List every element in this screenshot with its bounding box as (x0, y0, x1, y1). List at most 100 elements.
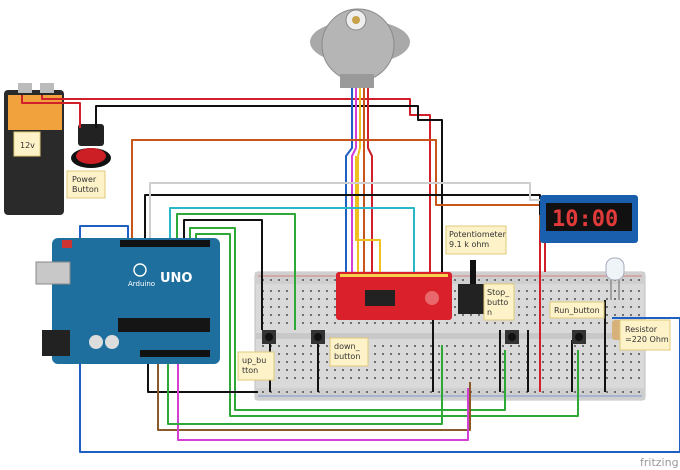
breadboard-hole (358, 369, 360, 371)
breadboard-hole (302, 279, 304, 281)
stop-button[interactable]: Stop_ butto n (483, 283, 519, 344)
breadboard-hole (390, 322, 392, 324)
breadboard-hole (326, 314, 328, 316)
breadboard-hole (614, 345, 616, 347)
breadboard-hole (494, 377, 496, 379)
breadboard-hole (558, 290, 560, 292)
breadboard-hole (606, 353, 608, 355)
breadboard-hole (550, 377, 552, 379)
breadboard-hole (430, 345, 432, 347)
breadboard-hole (606, 314, 608, 316)
breadboard-hole (310, 369, 312, 371)
breadboard-hole (582, 279, 584, 281)
breadboard-hole (302, 298, 304, 300)
breadboard-hole (638, 314, 640, 316)
breadboard-hole (566, 369, 568, 371)
breadboard-hole (478, 353, 480, 355)
up-button[interactable]: up_bu tton (237, 330, 276, 381)
breadboard-hole (606, 322, 608, 324)
breadboard-hole (326, 369, 328, 371)
stop-button-label-line3: n (487, 308, 492, 317)
breadboard-hole (518, 353, 520, 355)
breadboard-hole (598, 298, 600, 300)
breadboard-hole (534, 353, 536, 355)
breadboard-hole (446, 391, 448, 393)
breadboard-hole (390, 377, 392, 379)
breadboard-hole (542, 298, 544, 300)
breadboard-hole (270, 290, 272, 292)
power-button[interactable]: Power Button (66, 124, 111, 199)
breadboard-hole (278, 314, 280, 316)
breadboard-hole (550, 353, 552, 355)
breadboard-hole (430, 369, 432, 371)
breadboard-hole (358, 391, 360, 393)
breadboard-hole (278, 391, 280, 393)
breadboard-hole (558, 322, 560, 324)
microcontroller-chip (118, 318, 210, 332)
breadboard-hole (622, 306, 624, 308)
breadboard-hole (406, 345, 408, 347)
breadboard-hole (286, 306, 288, 308)
breadboard-hole (262, 345, 264, 347)
breadboard-hole (494, 369, 496, 371)
arduino-uno: UNO Arduino (35, 238, 220, 364)
breadboard-hole (342, 377, 344, 379)
breadboard-hole (390, 361, 392, 363)
breadboard-hole (286, 361, 288, 363)
breadboard-hole (430, 391, 432, 393)
breadboard-hole (582, 290, 584, 292)
breadboard-hole (278, 290, 280, 292)
breadboard-hole (534, 377, 536, 379)
breadboard-hole (358, 322, 360, 324)
battery: 12v (4, 83, 64, 215)
breadboard-hole (526, 279, 528, 281)
breadboard-hole (614, 314, 616, 316)
breadboard-hole (542, 391, 544, 393)
breadboard-hole (318, 298, 320, 300)
breadboard-hole (574, 391, 576, 393)
breadboard-hole (566, 322, 568, 324)
breadboard-hole (638, 361, 640, 363)
breadboard-hole (334, 322, 336, 324)
breadboard-hole (326, 377, 328, 379)
breadboard-hole (454, 353, 456, 355)
potentiometer[interactable]: Potentiometer 9.1 k ohm (445, 225, 507, 314)
breadboard-hole (294, 361, 296, 363)
run-button[interactable]: Run_button (549, 301, 605, 344)
breadboard-hole (574, 290, 576, 292)
breadboard-hole (638, 306, 640, 308)
breadboard-hole (278, 353, 280, 355)
breadboard-hole (542, 322, 544, 324)
breadboard-hole (558, 345, 560, 347)
breadboard-hole (278, 306, 280, 308)
breadboard-hole (454, 369, 456, 371)
breadboard-hole (598, 361, 600, 363)
breadboard-hole (630, 298, 632, 300)
breadboard-hole (534, 361, 536, 363)
breadboard-hole (518, 279, 520, 281)
breadboard-hole (462, 279, 464, 281)
breadboard-hole (446, 345, 448, 347)
reset-button[interactable] (62, 240, 72, 248)
display-digits: 10:00 (552, 207, 618, 232)
seven-segment-display: 10:00 (540, 195, 638, 243)
breadboard-hole (470, 361, 472, 363)
breadboard-hole (590, 279, 592, 281)
breadboard-hole (566, 377, 568, 379)
breadboard-hole (302, 322, 304, 324)
breadboard-hole (382, 353, 384, 355)
breadboard-hole (470, 377, 472, 379)
usb-port (35, 261, 71, 285)
breadboard-hole (438, 345, 440, 347)
breadboard-hole (430, 377, 432, 379)
breadboard-hole (398, 345, 400, 347)
breadboard-hole (478, 361, 480, 363)
breadboard-hole (342, 391, 344, 393)
breadboard-hole (606, 306, 608, 308)
breadboard-hole (582, 369, 584, 371)
breadboard-hole (614, 369, 616, 371)
breadboard-hole (326, 290, 328, 292)
breadboard-hole (598, 279, 600, 281)
breadboard-hole (486, 369, 488, 371)
down-button[interactable]: down_ button (311, 330, 369, 367)
